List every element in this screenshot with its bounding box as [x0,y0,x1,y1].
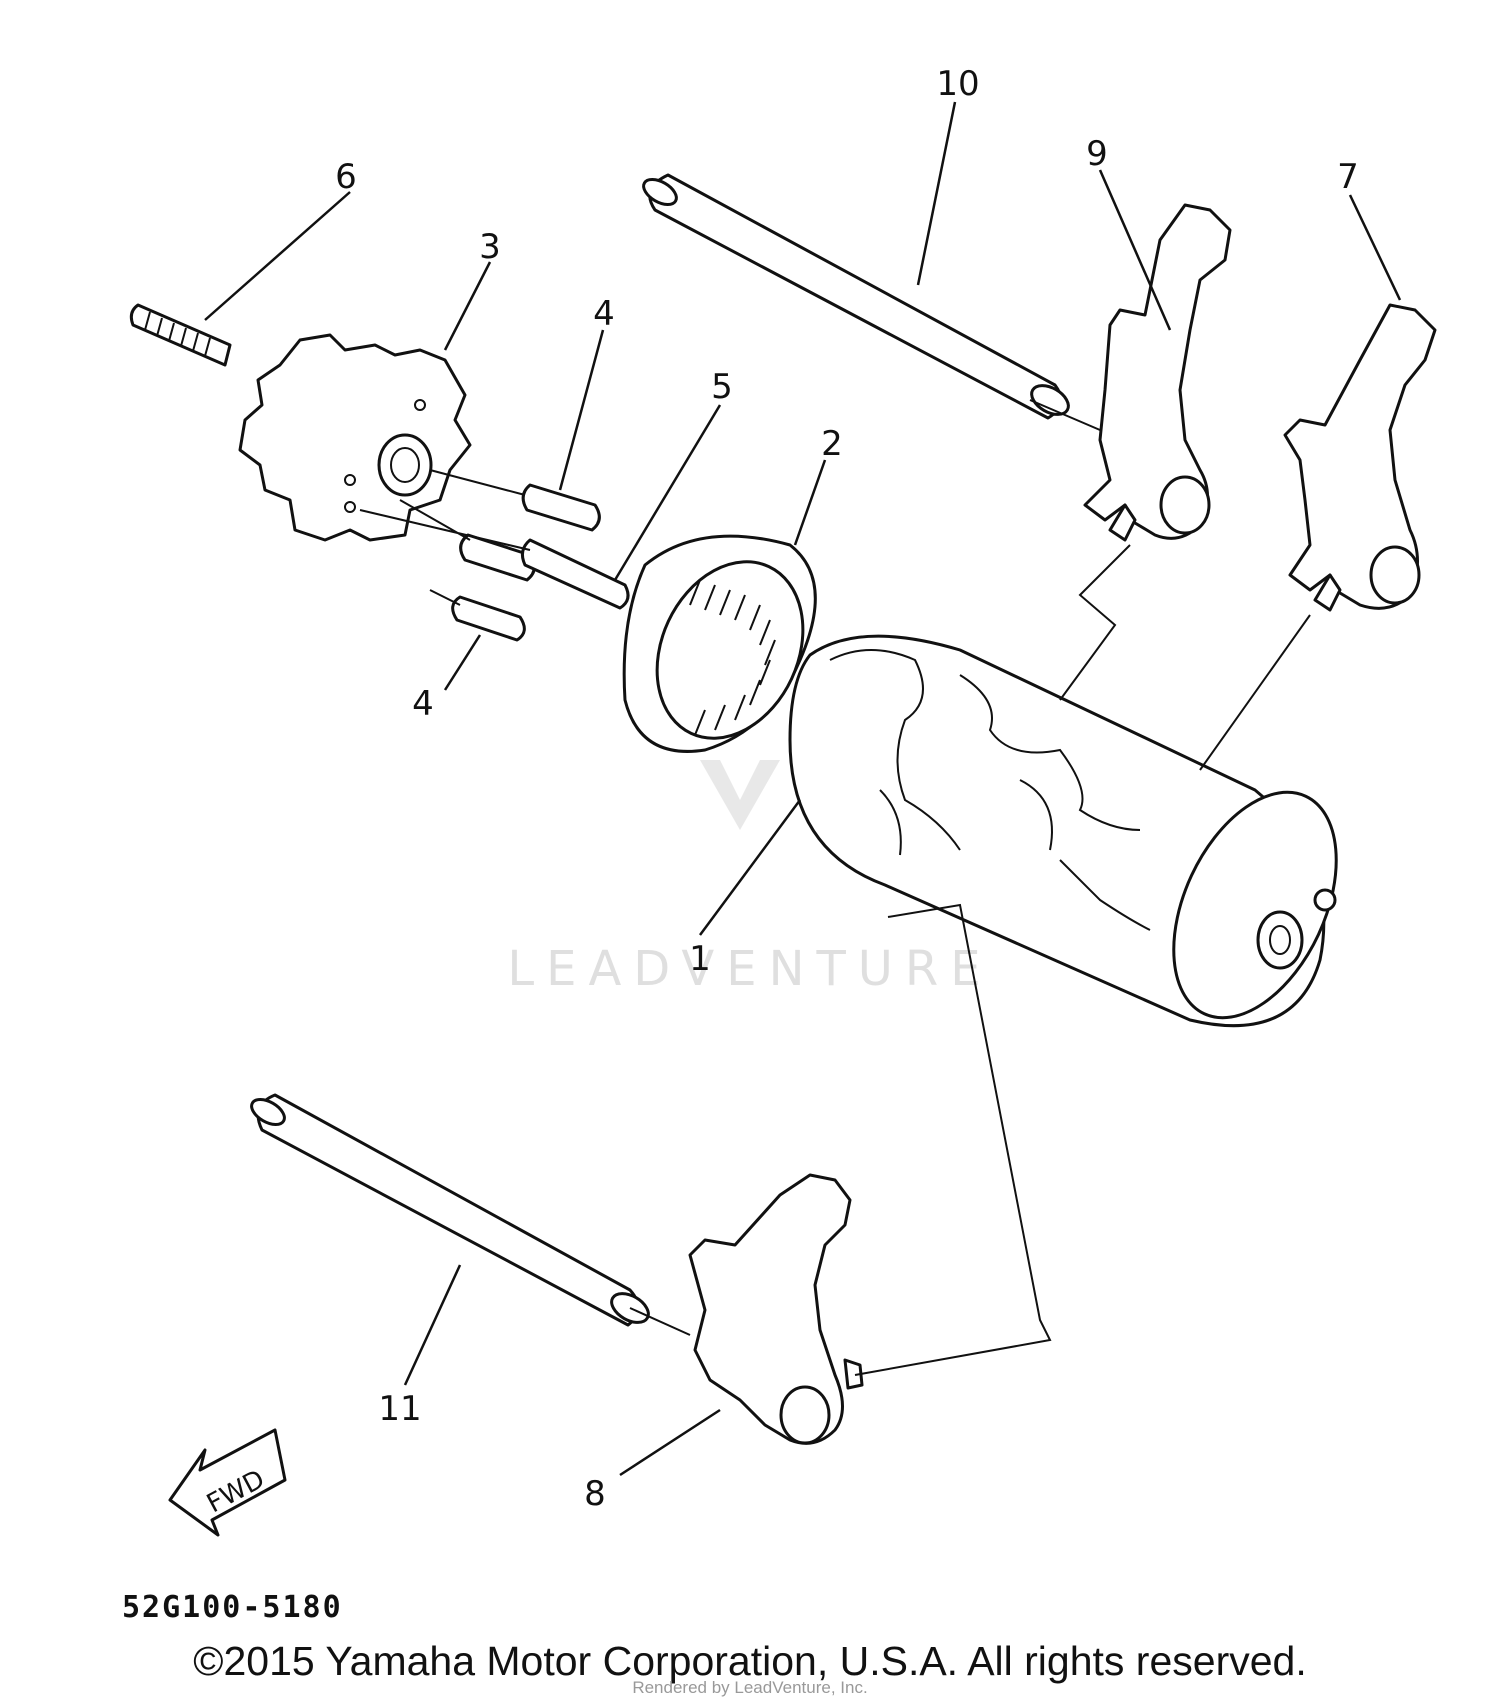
segment-bolt[interactable] [129,303,232,367]
callout-1: 1 [689,939,711,979]
shift-fork-7[interactable] [1283,303,1437,612]
shift-drum-segment[interactable] [238,333,472,542]
shift-fork-shaft-upper[interactable] [639,173,1073,420]
forward-direction-arrow: FWD [168,1428,287,1537]
needle-bearing[interactable] [622,534,830,762]
callout-6: 6 [335,157,357,197]
callout-7: 7 [1337,157,1359,197]
dowel-pin-upper [521,483,601,532]
leadventure-watermark: LEADVENTURE [507,760,992,997]
callout-10: 10 [936,64,979,104]
callout-8: 8 [584,1474,606,1514]
shift-fork-8[interactable] [688,1173,864,1445]
watermark-text: LEADVENTURE [507,941,992,997]
callout-3: 3 [479,227,501,267]
callout-9: 9 [1086,134,1108,174]
drawing-code: 52G100-5180 [122,1590,343,1625]
long-pin [520,538,630,610]
shift-fork-shaft-lower[interactable] [247,1093,653,1328]
callout-2: 2 [821,424,843,464]
callout-11: 11 [378,1389,421,1429]
copyright-notice: ©2015 Yamaha Motor Corporation, U.S.A. A… [193,1638,1307,1684]
rendered-by-notice: Rendered by LeadVenture, Inc. [632,1678,868,1697]
callout-leaders [204,101,1402,1477]
shift-drum[interactable] [788,634,1369,1043]
drum-pins[interactable] [359,469,630,642]
shift-fork-9[interactable] [1083,203,1232,542]
callout-numbers: 10 9 7 6 3 4 5 2 4 1 11 8 [335,64,1359,1514]
guide-lines [629,399,1311,1376]
callout-4-upper: 4 [593,294,615,334]
dowel-pin-lower [451,595,526,642]
callout-4-lower: 4 [412,684,434,724]
callout-5: 5 [711,367,733,407]
